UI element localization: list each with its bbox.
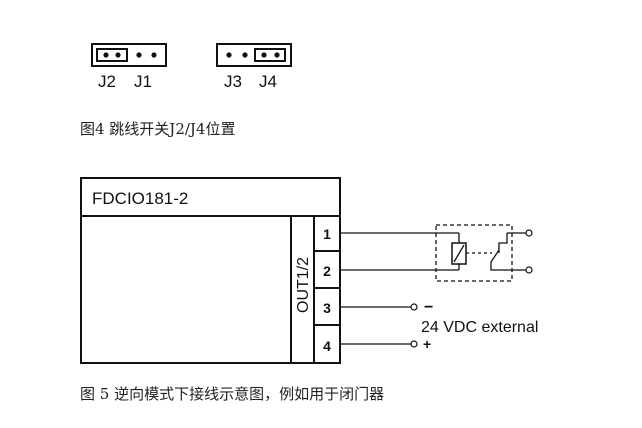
jumper-label-j3: J3	[224, 72, 242, 91]
relay-output-terminal-top	[525, 229, 533, 237]
relay-contact-bottom	[490, 262, 507, 271]
jumper-pin	[151, 52, 157, 58]
jumper-header-outline	[216, 43, 292, 67]
module-title: FDCIO181-2	[92, 189, 188, 208]
jumper-label-j2: J2	[98, 72, 116, 91]
terminal-1-label: 1	[323, 226, 331, 242]
jumper-pin	[242, 52, 248, 58]
jumper-label-j1: J1	[134, 72, 152, 91]
supply-plus-terminal	[410, 340, 418, 348]
relay-contact-top	[498, 233, 508, 253]
figure-5-caption: 图 5 逆向模式下接线示意图，例如用于闭门器	[80, 385, 384, 403]
supply-label: 24 VDC external	[421, 319, 538, 336]
supply-wiring: − + 24 VDC external	[340, 299, 538, 352]
jumper-pin	[261, 52, 267, 58]
jumper-pin	[226, 52, 232, 58]
output-label: OUT1/2	[295, 257, 312, 313]
jumper-pin	[274, 52, 280, 58]
figure-4-caption: 图4 跳线开关J2/J4位置	[80, 120, 235, 138]
relay-wiring	[340, 232, 460, 271]
relay	[435, 224, 533, 282]
relay-output-terminal-bottom	[525, 266, 533, 274]
supply-minus-terminal	[410, 303, 418, 311]
jumper-j2-j1: J2 J1	[91, 43, 167, 91]
supply-plus-sign: +	[423, 336, 431, 352]
terminal-2-label: 2	[323, 263, 331, 279]
jumper-pin	[136, 52, 142, 58]
jumper-j3-j4: J3 J4	[216, 43, 292, 91]
relay-contact-blade	[490, 249, 500, 263]
jumper-pin	[103, 52, 109, 58]
terminal-3-label: 3	[323, 300, 331, 316]
terminal-4-label: 4	[323, 338, 331, 354]
jumper-label-j4: J4	[259, 72, 277, 91]
jumper-header-outline	[91, 43, 167, 67]
jumper-pin	[115, 52, 121, 58]
jumper-cap	[254, 48, 286, 62]
relay-housing	[435, 224, 513, 282]
module-fdcio181-2: FDCIO181-2 OUT1/2 1 2 3 4	[80, 177, 341, 364]
supply-minus-sign: −	[424, 299, 433, 316]
jumper-cap	[96, 48, 128, 62]
relay-coil-diagonal	[453, 244, 465, 263]
